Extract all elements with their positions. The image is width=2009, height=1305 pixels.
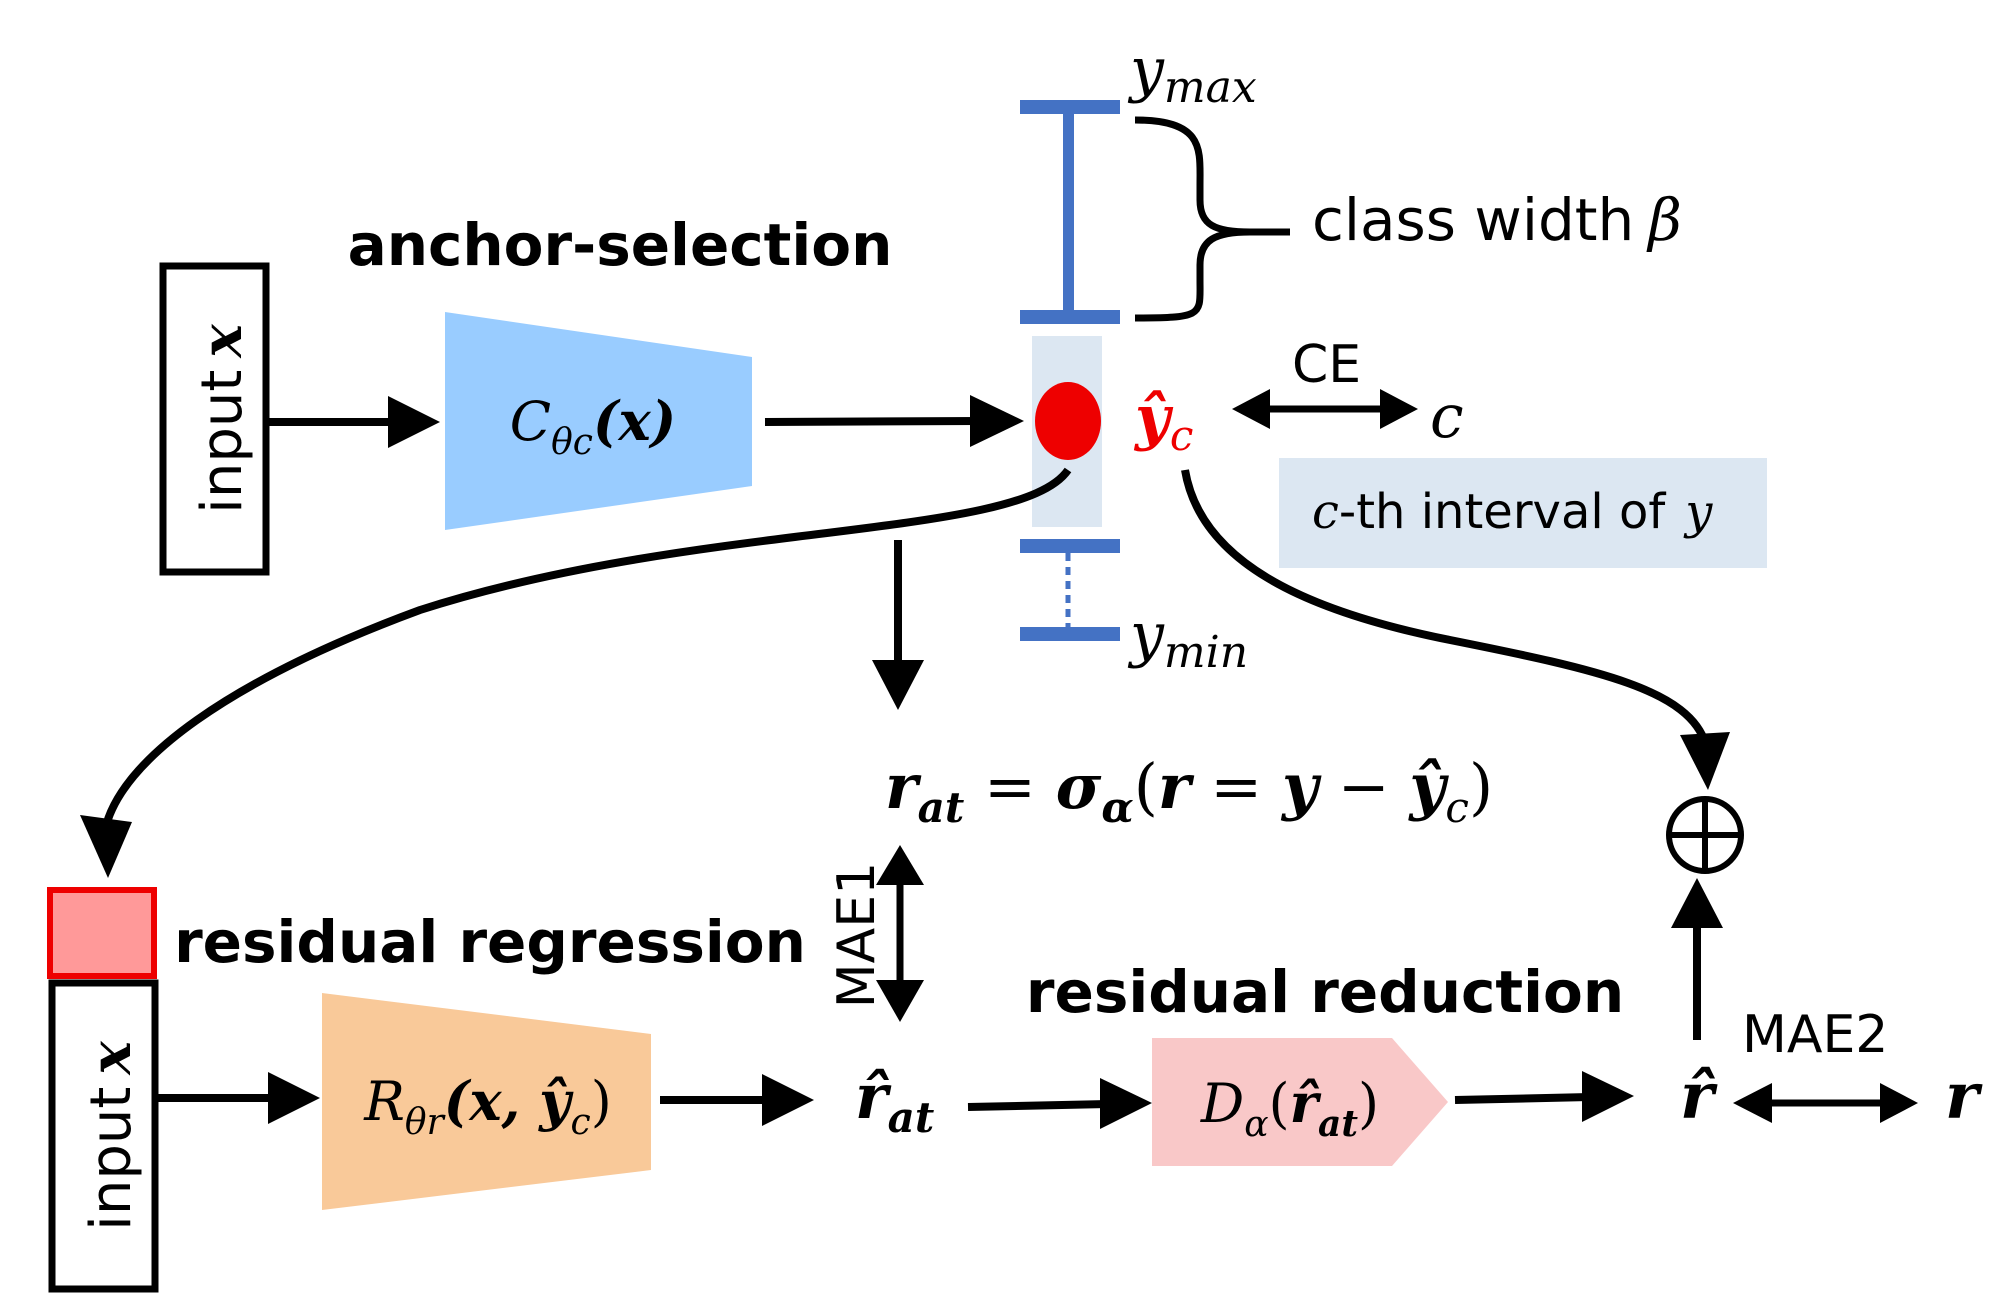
- ce-arrowhead-right: [1380, 389, 1418, 429]
- arrowhead-rhat-to-oplus: [1671, 878, 1723, 928]
- reducer-block: Dα(r̂at): [1152, 1038, 1448, 1166]
- arrowhead-curve-to-oplus: [1680, 732, 1730, 790]
- svg-text:Dα(r̂at): Dα(r̂at): [1200, 1071, 1379, 1145]
- arrowhead-input-to-classifier: [388, 396, 440, 448]
- svg-text:inputx: input x: [189, 324, 255, 514]
- arrowhead-input-to-regressor: [268, 1072, 320, 1124]
- svg-text:inputx: input x: [78, 1041, 144, 1231]
- arrowhead-anchor-to-rat: [872, 660, 924, 710]
- input-box-top: input x: [159, 262, 270, 576]
- mae2-arrowhead-right: [1880, 1083, 1918, 1123]
- rhat-label: r̂: [1680, 1059, 1718, 1134]
- arrowhead-classifier-to-anchor: [970, 395, 1024, 447]
- svg-text:Rθr(x, ŷc): Rθr(x, ŷc): [363, 1069, 612, 1143]
- arrow-classifier-to-anchor: [764, 417, 981, 426]
- mae1-arrowhead-up: [876, 845, 924, 885]
- input-var-bottom: x: [78, 1041, 144, 1076]
- mae1-arrowhead-down: [876, 980, 924, 1022]
- curve-anchor-to-residual-input: [101, 467, 1072, 831]
- rat-formula: rat = σα(r = y − ŷc): [885, 750, 1493, 832]
- ce-arrowhead-left: [1232, 389, 1270, 429]
- arrow-reducer-to-rhat: [1454, 1093, 1591, 1104]
- arrowhead-regressor-to-rhat-at: [762, 1074, 814, 1126]
- arrow-rhat-at-to-reducer: [967, 1100, 1109, 1111]
- curve-yhat-to-oplus: [1181, 469, 1710, 747]
- y-min-label: ymin: [1127, 600, 1248, 678]
- mae2-label: MAE2: [1742, 1005, 1888, 1065]
- input-box-bottom: input x: [48, 979, 159, 1293]
- input-label-bottom: input: [79, 1087, 144, 1231]
- interval-column: [1020, 100, 1120, 641]
- y-hat-c-label: ŷc: [1133, 383, 1193, 460]
- input-var-top: x: [189, 324, 255, 359]
- residual-reduction-title: residual reduction: [1026, 958, 1624, 1026]
- svg-text:c-th interval ofy: c-th interval ofy: [1312, 484, 1713, 540]
- residual-regression-title: residual regression: [174, 908, 806, 976]
- oplus-sum: [1666, 796, 1744, 874]
- arrowhead-reducer-to-rhat: [1582, 1071, 1634, 1122]
- classifier-block: Cθc(x): [445, 312, 752, 530]
- svg-text:Cθc(x): Cθc(x): [510, 389, 676, 463]
- anchor-input-square: [47, 887, 157, 979]
- anchor-selection-title: anchor-selection: [348, 211, 893, 279]
- mae1-label: MAE1: [827, 862, 887, 1008]
- anchor-point: [1035, 382, 1101, 460]
- class-width-brace: [1134, 116, 1290, 322]
- c-label: c: [1430, 382, 1464, 452]
- y-max-label: ymax: [1127, 35, 1257, 113]
- r-label: r: [1945, 1059, 1983, 1134]
- arrowhead-curve-to-square: [80, 815, 132, 878]
- arrowhead-rhat-at-to-reducer: [1100, 1078, 1152, 1129]
- regressor-block: Rθr(x, ŷc): [322, 993, 651, 1210]
- ce-label: CE: [1292, 335, 1361, 395]
- mae2-arrowhead-left: [1733, 1083, 1772, 1123]
- rhat-at-label: r̂at: [855, 1060, 934, 1142]
- input-label-top: input: [190, 370, 255, 514]
